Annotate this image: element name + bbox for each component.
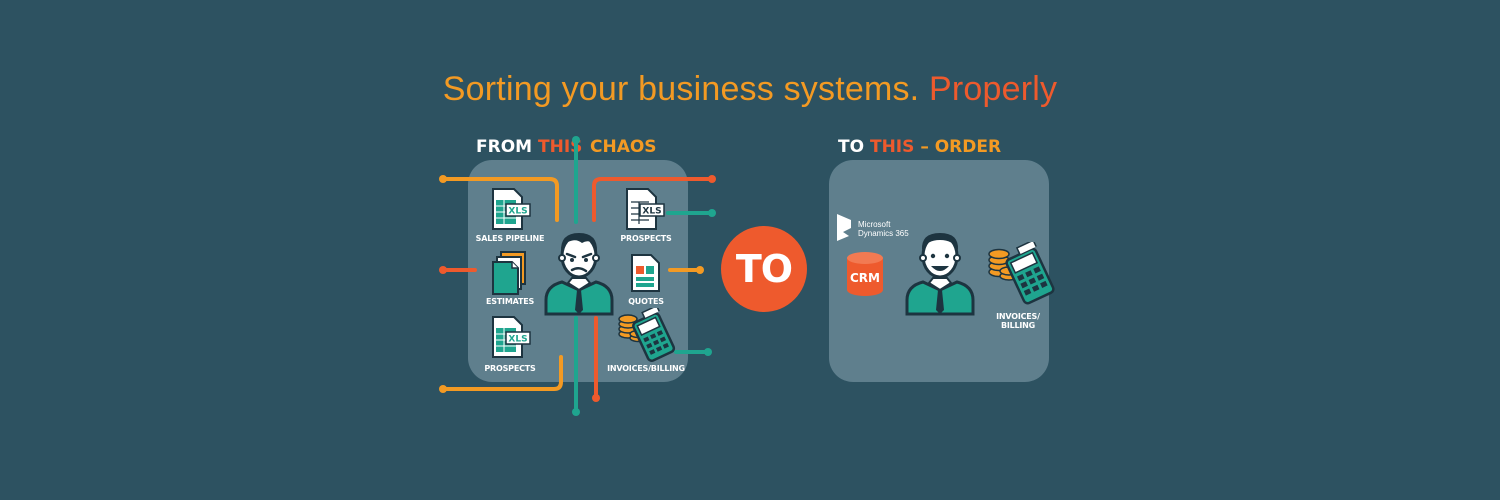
to-badge: TO (721, 226, 807, 312)
connector-line (441, 177, 559, 222)
prospects-right-label: PROSPECTS (620, 234, 672, 243)
svg-text:XLS: XLS (508, 335, 527, 345)
xls-spreadsheet-icon: XLS (492, 188, 531, 230)
order-invoices-billing-label: INVOICES/ BILLING (996, 312, 1040, 330)
to-section-title: TO THIS – ORDER (838, 137, 1001, 157)
xls-spreadsheet-icon-2: XLS (492, 316, 531, 358)
from-section-title: FROM THIS (476, 137, 582, 157)
ms-label-line2: Dynamics 365 (858, 229, 909, 238)
svg-text:XLS: XLS (508, 207, 527, 217)
calculator-coins-icon (618, 308, 676, 362)
calculator-coins-icon-2 (988, 242, 1055, 305)
connector-dot (708, 175, 716, 183)
connector-dot (708, 209, 716, 217)
from-title-from: FROM (476, 137, 533, 157)
svg-text:XLS: XLS (642, 207, 661, 217)
connector-dot (572, 136, 580, 144)
headline: Sorting your business systems. Properly (0, 70, 1500, 109)
connector-line (441, 355, 563, 391)
connector-dot (572, 408, 580, 416)
connector-dot (592, 394, 600, 402)
estimates-label: ESTIMATES (485, 297, 535, 306)
to-title-to: TO (838, 137, 865, 157)
dynamics-logo-icon (837, 214, 851, 241)
headline-accent: Properly (928, 70, 1058, 108)
connector-line (592, 177, 714, 222)
stacked-documents-icon (492, 251, 526, 295)
from-title-chaos-wrap: CHAOS (590, 137, 657, 157)
xls-document-icon: XLS (626, 188, 665, 230)
to-title-this: THIS (869, 137, 915, 157)
ms-dynamics-label: Microsoft Dynamics 365 (858, 220, 909, 238)
from-title-this: THIS (538, 137, 583, 157)
happy-businessman-icon (905, 233, 975, 316)
connector-dot (439, 385, 447, 393)
sales-pipeline-label: SALES PIPELINE (475, 234, 545, 243)
prospects-left-label: PROSPECTS (484, 364, 536, 373)
quote-document-icon (631, 254, 660, 292)
crm-label: CRM (850, 271, 880, 285)
connector-dot (696, 266, 704, 274)
headline-main: Sorting your business systems. (442, 70, 920, 108)
ms-label-line1: Microsoft (858, 220, 891, 229)
to-title-order: – ORDER (920, 137, 1002, 157)
connector-dot (704, 348, 712, 356)
crm-database-icon (847, 252, 883, 296)
stressed-businessman-icon (544, 233, 614, 316)
invoices-billing-label: INVOICES/BILLING (607, 364, 685, 373)
quotes-label: QUOTES (628, 297, 664, 306)
from-title-chaos: CHAOS (590, 137, 657, 157)
connector-dot (439, 266, 447, 274)
connector-dot (439, 175, 447, 183)
